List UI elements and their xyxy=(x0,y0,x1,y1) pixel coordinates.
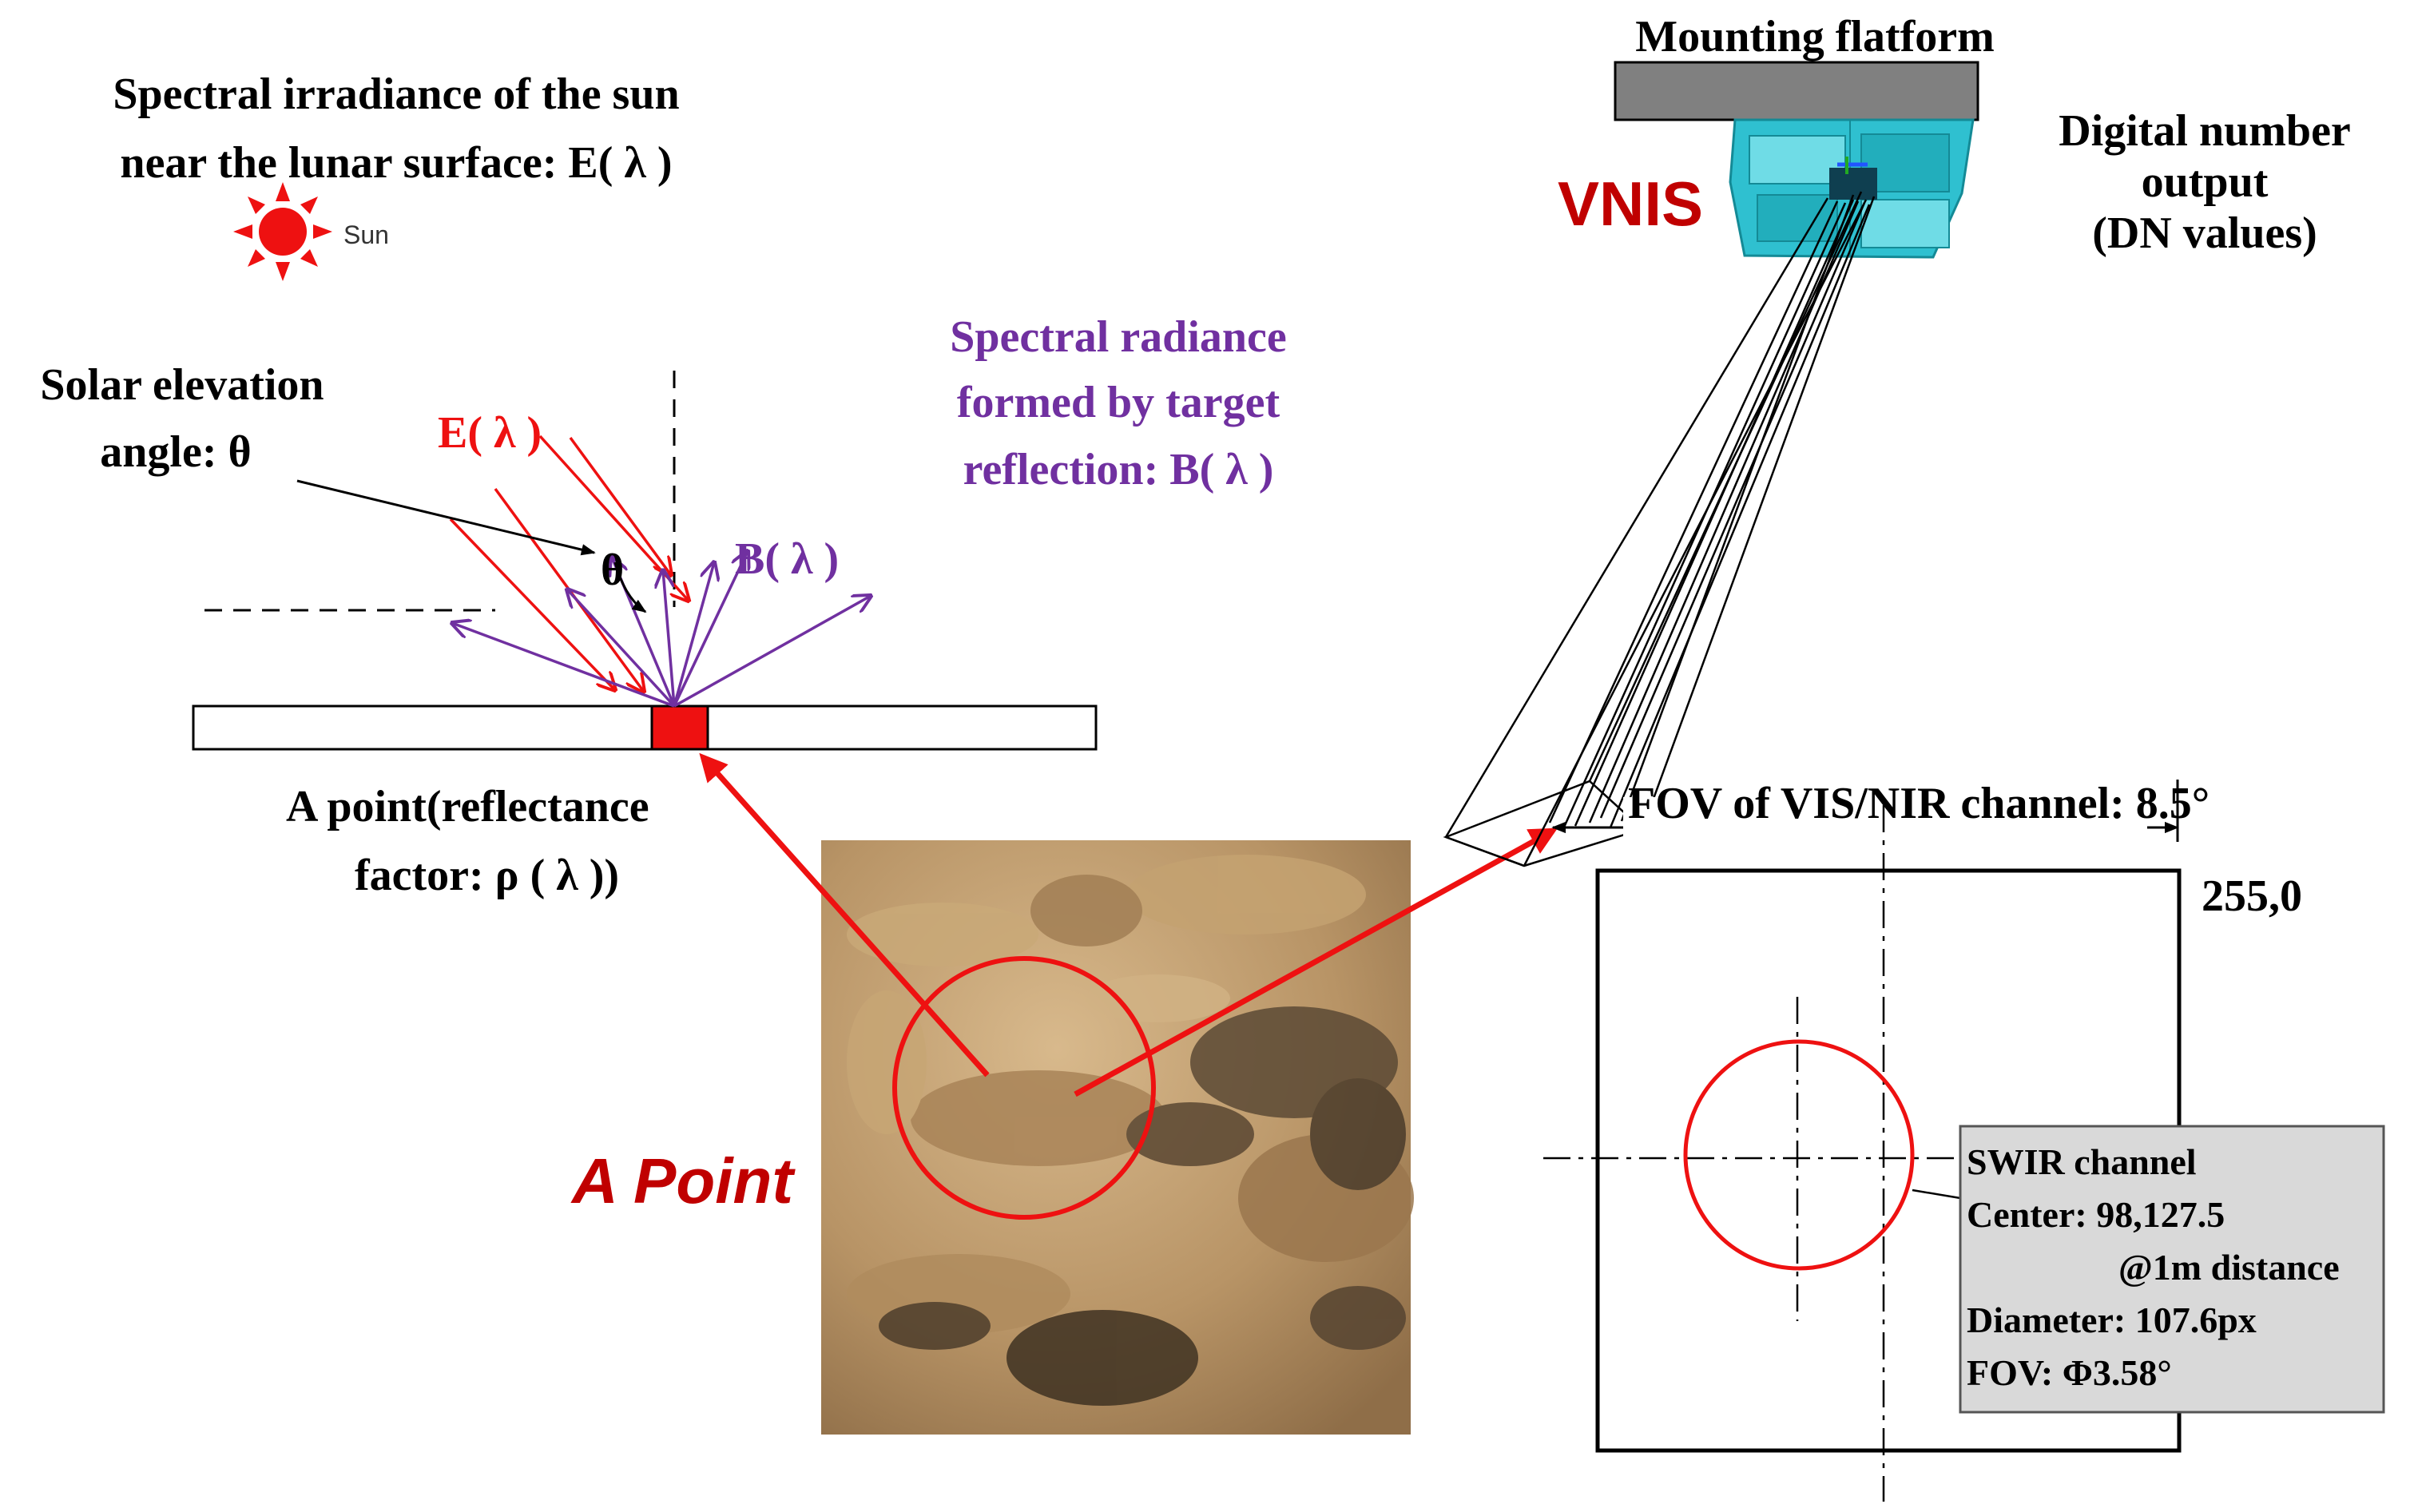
arrow-to-surface-point xyxy=(699,752,990,1077)
target-circle xyxy=(892,956,1156,1220)
swir-fov-circle xyxy=(1683,1039,1915,1271)
sun-caption-line1: Spectral irradiance of the sun xyxy=(113,69,679,119)
lunar-surface-strip xyxy=(192,704,1098,751)
radiance-caption-line3: reflection: B( λ ) xyxy=(963,445,1274,494)
swir-title: SWIR channel xyxy=(1967,1141,2197,1182)
reflected-label: B( λ ) xyxy=(735,534,839,584)
theta-arc xyxy=(613,562,647,613)
sun-group: Spectral irradiance of the sun near the … xyxy=(113,69,680,281)
elevation-label-line2: angle: θ xyxy=(100,427,251,477)
vnis-label: VNIS xyxy=(1558,169,1703,239)
reflection-geometry: Solar elevation angle: θ E( λ ) θ B( λ )… xyxy=(40,312,1286,900)
swir-distance: @1m distance xyxy=(2118,1247,2340,1288)
photo-texture xyxy=(847,855,1414,1406)
vis-nir-fov-label: FOV of VIS/NIR channel: 8.5° xyxy=(1628,779,2210,828)
point-caption-line2: factor: ρ ( λ )) xyxy=(355,851,619,900)
sun-caption-line2: near the lunar surface: E( λ ) xyxy=(120,138,672,188)
corner-coordinate-label: 255,0 xyxy=(2202,871,2302,921)
swir-center: Center: 98,127.5 xyxy=(1967,1194,2225,1235)
incident-label: E( λ ) xyxy=(438,408,542,458)
fov-panel: FOV of VIS/NIR channel: 8.5° 255,0 SWIR … xyxy=(1543,779,2385,1502)
arrow-to-fov xyxy=(1074,827,1558,1097)
reflected-rays xyxy=(452,551,871,708)
radiance-caption-line1: Spectral radiance xyxy=(950,312,1286,362)
sun-icon xyxy=(233,182,332,281)
swir-diameter: Diameter: 107.6px xyxy=(1967,1300,2257,1340)
output-label-line3: (DN values) xyxy=(2092,208,2317,258)
elevation-pointer-line xyxy=(296,479,596,556)
mounting-platform xyxy=(1614,61,1979,121)
point-caption-line1: A point(reflectance xyxy=(286,782,649,831)
elevation-label-line1: Solar elevation xyxy=(40,360,324,410)
a-point-label: A Point xyxy=(570,1145,796,1216)
theta-symbol: θ xyxy=(601,546,624,595)
lunar-surface-photo: A Point xyxy=(570,840,1414,1435)
fov-beam xyxy=(1443,191,1876,867)
target-point-patch xyxy=(650,704,709,751)
swir-callout-line xyxy=(1912,1189,1961,1200)
instrument-group: Mounting flatform VNIS Digital number ou… xyxy=(1443,12,2351,867)
swir-fov: FOV: Φ3.58° xyxy=(1967,1352,2172,1393)
vis-nir-label-bg xyxy=(1623,797,2147,855)
output-label-line1: Digital number xyxy=(2059,106,2351,156)
vnis-instrument-body xyxy=(1729,118,1975,259)
sun-label: Sun xyxy=(343,220,389,249)
output-label-line2: output xyxy=(2142,157,2269,207)
platform-label: Mounting flatform xyxy=(1635,12,1995,62)
swir-info-box xyxy=(1959,1125,2385,1414)
radiance-caption-line2: formed by target xyxy=(957,378,1280,427)
